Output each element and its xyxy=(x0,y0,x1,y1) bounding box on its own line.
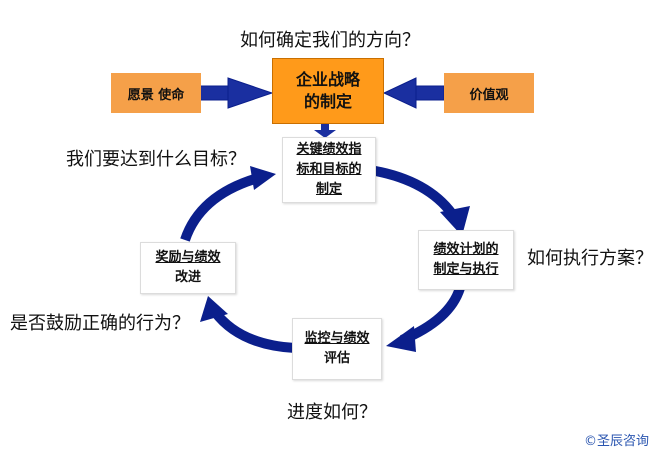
question-goal: 我们要达到什么目标？ xyxy=(66,149,246,170)
kpi-label-line1: 关键绩效指 xyxy=(296,142,362,157)
cycle-arc-bottom-left xyxy=(211,308,296,353)
reward-box: 奖励与绩效 改进 xyxy=(140,242,236,294)
kpi-box: 关键绩效指 标和目标的 制定 xyxy=(282,137,376,203)
cycle-arrowhead-left-top xyxy=(250,166,276,190)
monitor-label-line1: 监控与绩效 xyxy=(304,331,370,346)
arrow-vision-to-strategy xyxy=(197,77,274,109)
cycle-arrowhead-right-bottom xyxy=(386,326,416,352)
cycle-arrowhead-top-right xyxy=(440,206,470,236)
values-box: 价值观 xyxy=(444,73,534,113)
strategy-label-line2: 的制定 xyxy=(303,92,352,111)
monitor-label-line2: 评估 xyxy=(323,351,350,366)
vision-mission-box: 愿景 使命 xyxy=(111,73,201,113)
plan-box: 绩效计划的 制定与执行 xyxy=(418,230,514,290)
cycle-arc-top-right xyxy=(369,165,460,221)
question-progress: 进度如何？ xyxy=(287,402,377,423)
cycle-arrowhead-bottom-left xyxy=(200,296,228,322)
question-execute: 如何执行方案？ xyxy=(527,248,653,269)
values-label: 价值观 xyxy=(469,87,509,103)
strategy-box: 企业战略 的制定 xyxy=(272,58,384,124)
plan-label-line2: 制定与执行 xyxy=(433,262,499,277)
reward-label-line1: 奖励与绩效 xyxy=(155,250,221,265)
footer-copyright: ©圣辰咨询 xyxy=(584,434,650,449)
arrow-values-to-strategy xyxy=(382,77,445,109)
vision-mission-label: 愿景 使命 xyxy=(127,87,185,103)
kpi-label-line3: 制定 xyxy=(315,182,342,197)
cycle-arc-left-top xyxy=(180,173,260,242)
question-encourage: 是否鼓励正确的行为？ xyxy=(10,313,190,334)
kpi-label-line2: 标和目标的 xyxy=(296,162,362,177)
monitor-box: 监控与绩效 评估 xyxy=(292,318,382,380)
question-direction: 如何确定我们的方向？ xyxy=(240,30,420,51)
strategy-label-line1: 企业战略 xyxy=(295,70,360,89)
arrow-strategy-to-kpi xyxy=(314,124,336,138)
plan-label-line1: 绩效计划的 xyxy=(433,242,499,257)
reward-label-line2: 改进 xyxy=(174,270,201,285)
